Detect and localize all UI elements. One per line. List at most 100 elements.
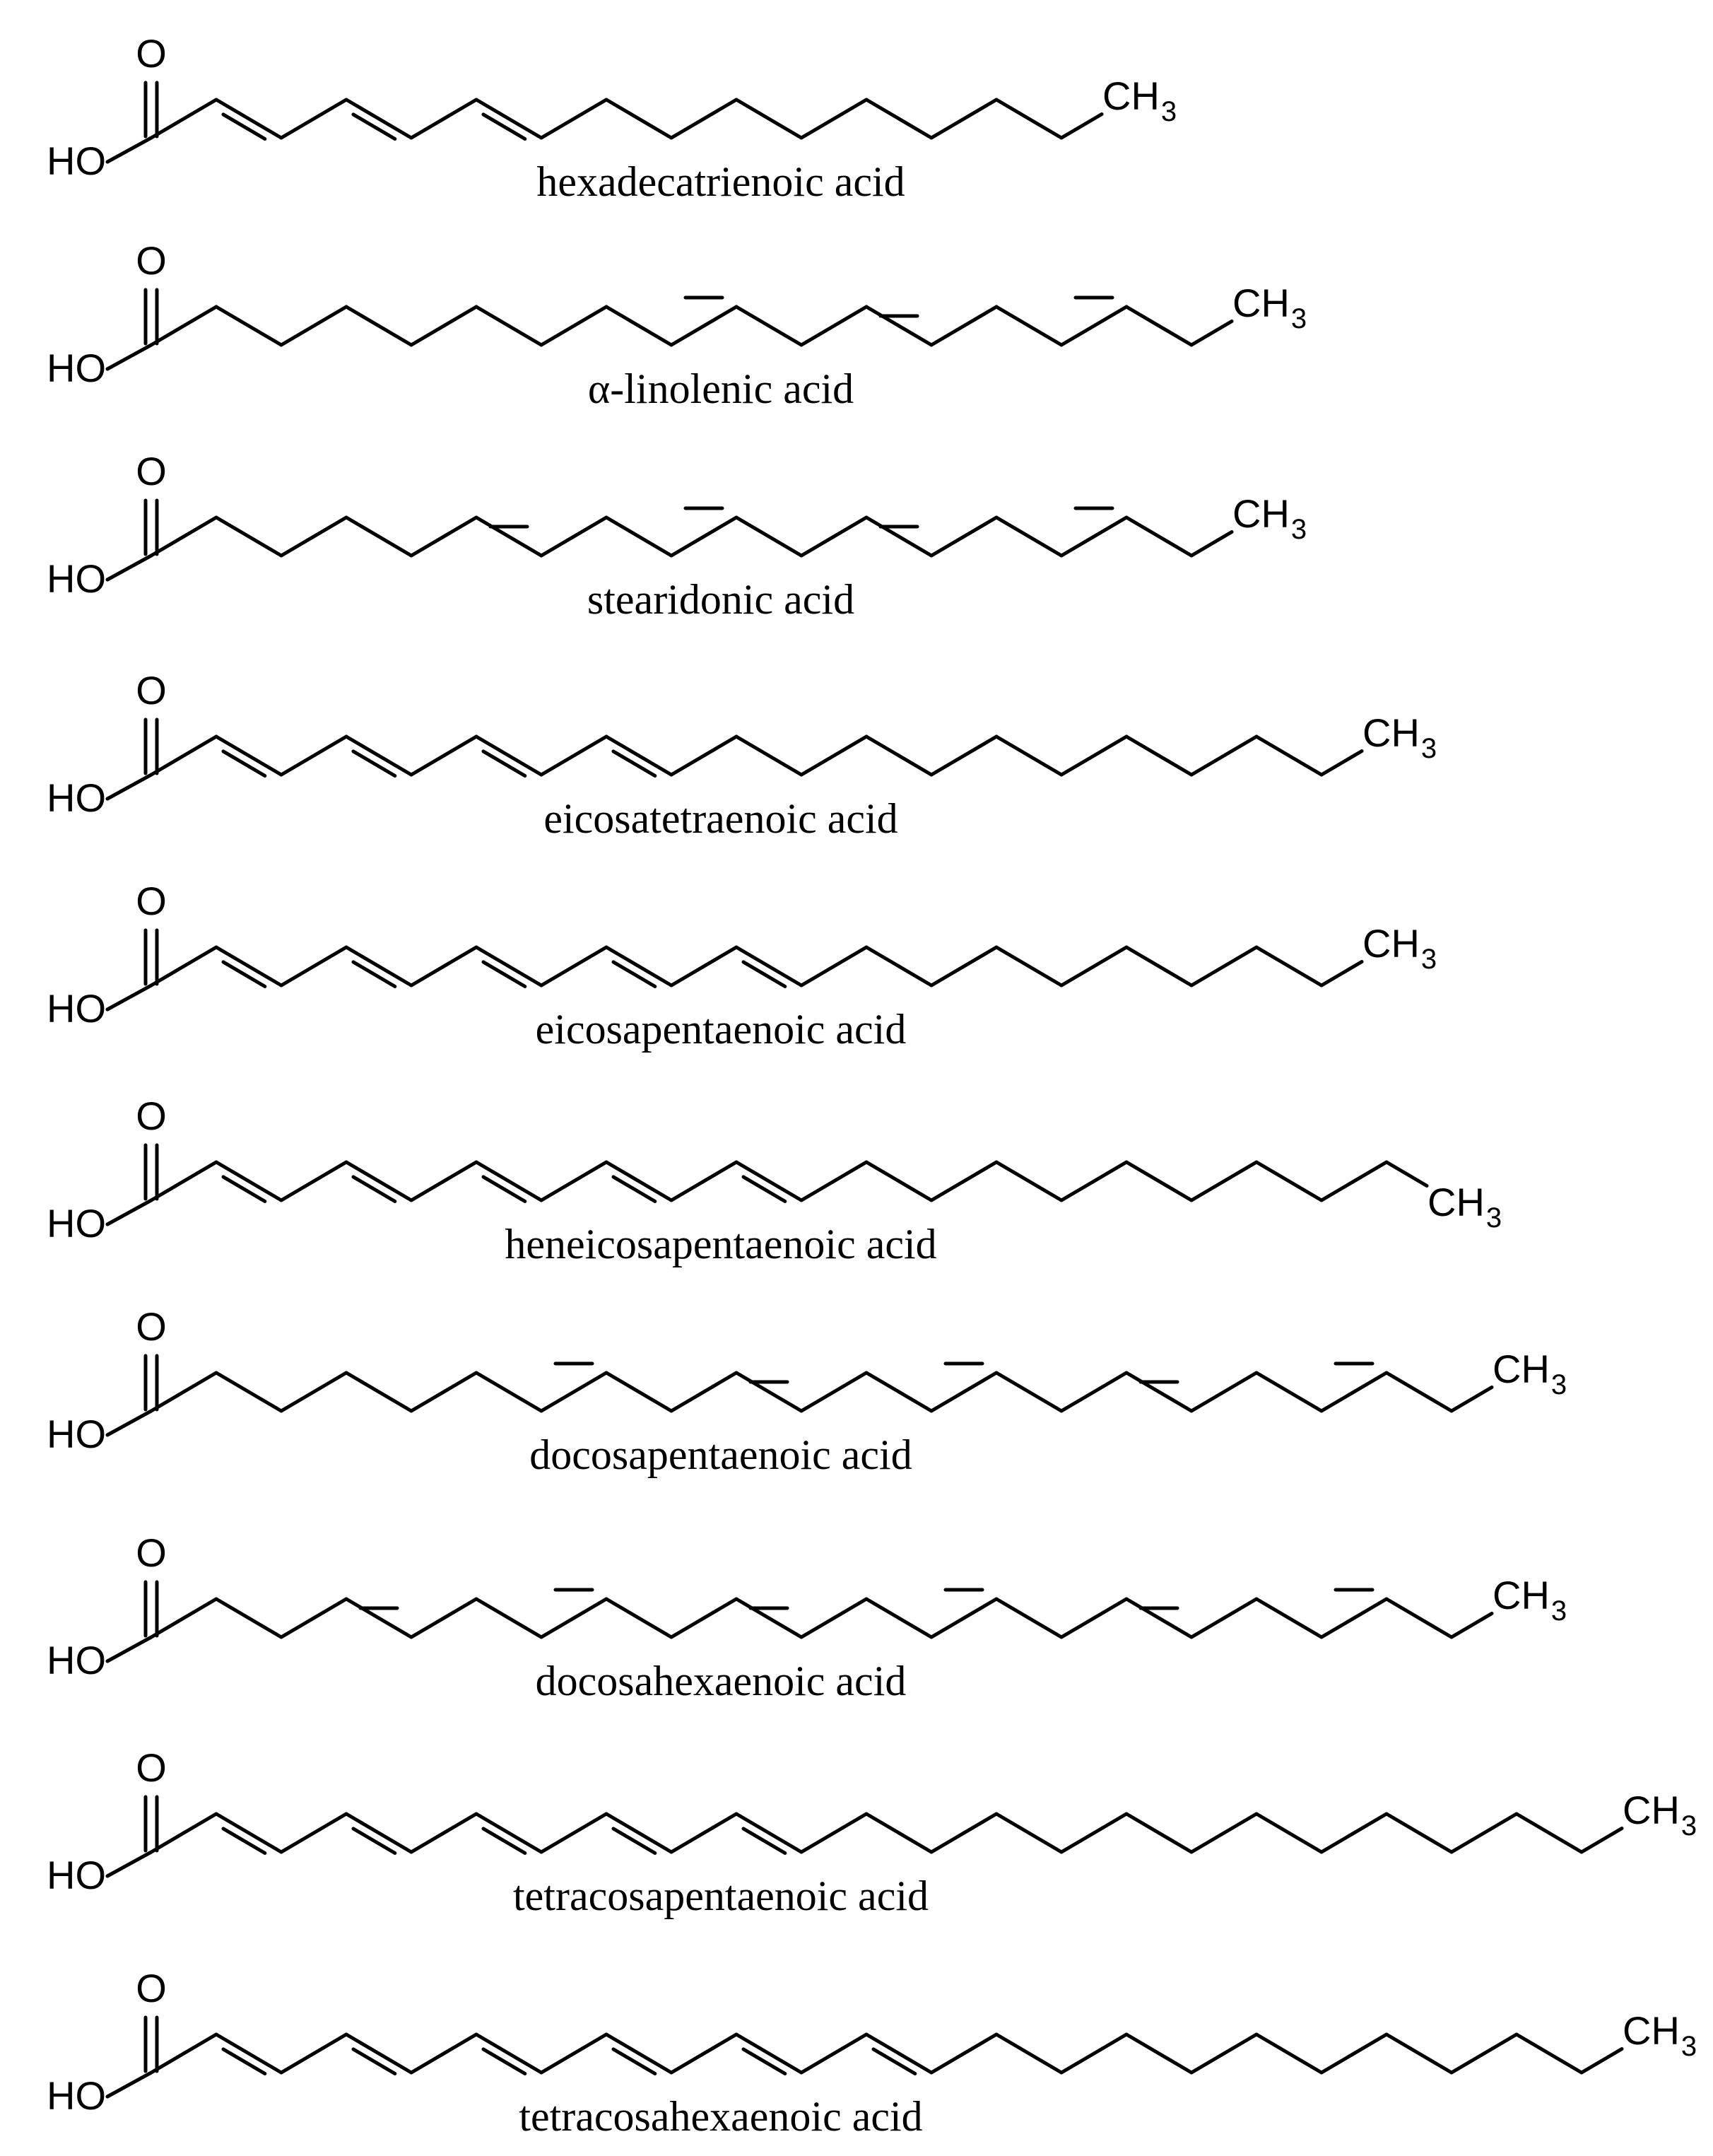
hydroxyl-label: HO [47, 775, 106, 820]
hydroxyl-label: HO [47, 1201, 106, 1246]
chain-bond [1254, 734, 1324, 777]
chain-bond [1449, 1612, 1494, 1639]
chain-bond [279, 98, 348, 140]
chain-bond [214, 98, 283, 140]
double-bond-line [221, 1827, 267, 1855]
chain-bond [1449, 1385, 1494, 1413]
chain-bond [1254, 1812, 1324, 1854]
chain-bond [929, 1160, 999, 1202]
chain-bond [1059, 734, 1129, 777]
chain-bond [539, 734, 608, 777]
chain-bond [1189, 320, 1234, 347]
chain-bond [604, 2032, 673, 2075]
chain-bond [994, 515, 1064, 558]
chain-bond [864, 2032, 934, 2075]
carbonyl-oxygen-label: O [136, 1530, 167, 1575]
chain-bond [344, 1371, 413, 1413]
molecule-name-label: eicosatetraenoic acid [543, 795, 897, 842]
hydroxyl-bond [105, 553, 153, 582]
chain-bond [344, 2032, 413, 2075]
chain-bond [1059, 112, 1104, 140]
chain-bond [734, 98, 803, 140]
double-bond-line [741, 1827, 787, 1855]
double-bond-line [221, 749, 267, 778]
chain-bond [1384, 2032, 1454, 2075]
chain-bond [1319, 2032, 1389, 2075]
methyl-subscript: 3 [1681, 1810, 1697, 1841]
chain-bond [1124, 945, 1194, 988]
chain-bond [1384, 1812, 1454, 1854]
molecule-name-label: tetracosapentaenoic acid [513, 1873, 929, 1919]
chain-bond [1384, 1371, 1454, 1413]
double-bond-line [611, 2047, 657, 2075]
chain-bond [864, 945, 934, 988]
chain-bond [1189, 1160, 1259, 1202]
chain-bond [409, 1812, 478, 1854]
chain-bond [994, 2032, 1064, 2075]
chain-bond [994, 1597, 1064, 1639]
chain-bond [799, 1371, 869, 1413]
double-bond-line [221, 1175, 267, 1203]
chain-bond [669, 1597, 738, 1639]
chain-bond [214, 515, 283, 558]
double-bond-line [741, 1175, 787, 1203]
chain-bond [864, 1160, 934, 1202]
chain-bond [994, 305, 1064, 347]
chain-bond [279, 1371, 348, 1413]
molecule-name-label: α-linolenic acid [588, 365, 854, 412]
hydroxyl-label: HO [47, 346, 106, 390]
carbonyl-oxygen-label: O [136, 31, 167, 76]
chain-bond [864, 1812, 934, 1854]
chain-bond [539, 1160, 608, 1202]
double-bond-line [351, 960, 397, 988]
methyl-label: CH [1362, 921, 1420, 966]
chain-bond [669, 1160, 738, 1202]
chain-bond [214, 1371, 283, 1413]
chain-bond [604, 1371, 673, 1413]
chain-bond [214, 1160, 283, 1202]
chain-bond [864, 1597, 934, 1639]
hydroxyl-label: HO [47, 556, 106, 601]
methyl-subscript: 3 [1681, 2031, 1697, 2062]
chain-bond [669, 2032, 738, 2075]
methyl-subscript: 3 [1421, 733, 1437, 764]
chain-bond [734, 945, 803, 988]
hydroxyl-bond [105, 1850, 153, 1878]
chain-bond [1254, 1371, 1324, 1413]
hydroxyl-label: HO [47, 1638, 106, 1682]
double-bond-line [611, 1827, 657, 1855]
double-bond-line [741, 960, 787, 988]
methyl-label: CH [1102, 74, 1160, 118]
chain-bond [1124, 1160, 1194, 1202]
chain-bond [994, 1160, 1064, 1202]
chain-bond [1319, 1812, 1389, 1854]
chain-bond [474, 734, 543, 777]
chain-bond [149, 98, 218, 140]
double-bond-line [741, 2047, 787, 2075]
double-bond-line [611, 749, 657, 778]
chain-bond [1059, 1371, 1129, 1413]
double-bond-line [871, 2047, 917, 2075]
chain-bond [604, 515, 673, 558]
chain-bond [604, 734, 673, 777]
hydroxyl-label: HO [47, 139, 106, 183]
chain-bond [539, 945, 608, 988]
chain-bond [409, 945, 478, 988]
chain-bond [149, 515, 218, 558]
chain-bond [409, 515, 478, 558]
hydroxyl-bond [105, 2070, 153, 2099]
double-bond-line [611, 960, 657, 988]
chain-bond [214, 1597, 283, 1639]
chain-bond [929, 2032, 999, 2075]
chain-bond [474, 2032, 543, 2075]
chain-bond [279, 2032, 348, 2075]
chain-bond [1189, 1597, 1259, 1639]
chain-bond [1189, 734, 1259, 777]
carbonyl-oxygen-label: O [136, 1094, 167, 1138]
methyl-subscript: 3 [1421, 944, 1437, 975]
